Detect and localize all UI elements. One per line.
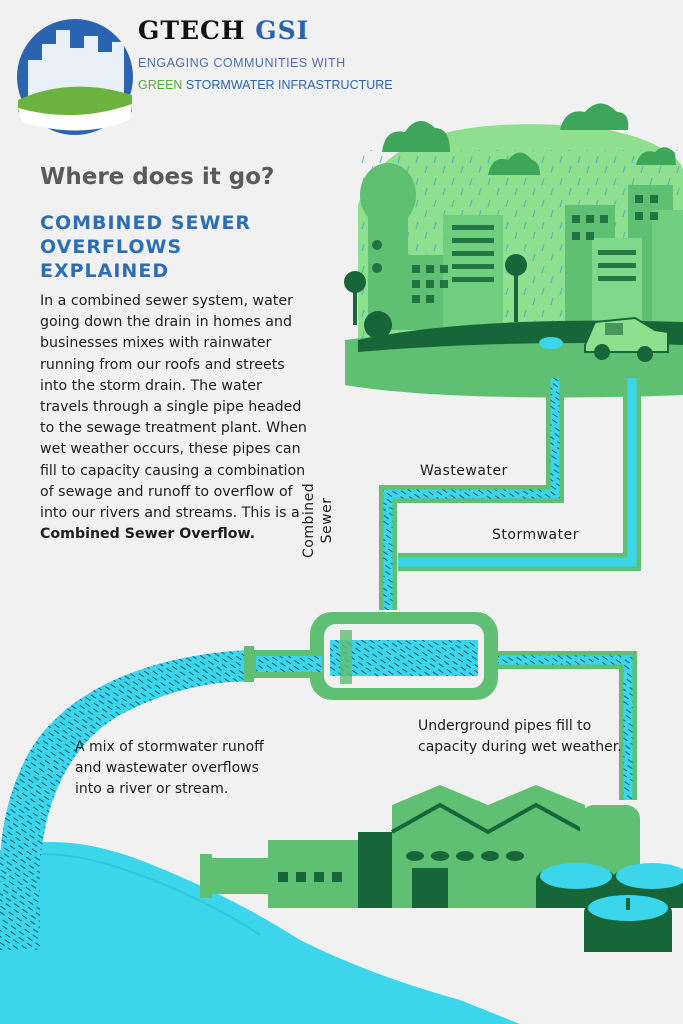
brand-title: GTECH GSI xyxy=(138,16,309,45)
overflow-stream xyxy=(0,650,248,950)
brand-tagline-line1: ENGAGING COMMUNITIES WITH xyxy=(138,56,346,70)
body-text: In a combined sewer system, water going … xyxy=(40,291,308,545)
brand-tagline-line2: GREEN STORMWATER INFRASTRUCTURE xyxy=(138,78,393,92)
brand-tagline-rest: STORMWATER INFRASTRUCTURE xyxy=(182,78,393,92)
city-scene xyxy=(344,103,683,398)
note-underground-pipes: Underground pipes fill to capacity durin… xyxy=(418,718,622,755)
pipe-network xyxy=(244,378,641,800)
body-text-emphasis: Combined Sewer Overflow. xyxy=(40,526,256,543)
brand-tagline-green: GREEN xyxy=(138,78,183,92)
label-combined-line1: Combined xyxy=(301,482,317,558)
label-stormwater: Stormwater xyxy=(492,527,579,543)
logo-icon xyxy=(17,19,133,135)
note-overflow-mix: A mix of stormwater runoff and wastewate… xyxy=(75,739,264,797)
label-combined-line2: Sewer xyxy=(319,497,335,544)
label-wastewater: Wastewater xyxy=(420,463,508,479)
subheadline: COMBINED SEWER OVERFLOWS EXPLAINED xyxy=(40,212,252,282)
brand-name-part2: GSI xyxy=(255,16,310,45)
label-combined-sewer: Combined Sewer xyxy=(300,483,336,558)
brand-name-part1: GTECH xyxy=(138,16,246,45)
headline: Where does it go? xyxy=(40,164,275,190)
treatment-plant xyxy=(200,785,683,952)
body-text-main: In a combined sewer system, water going … xyxy=(40,293,307,522)
